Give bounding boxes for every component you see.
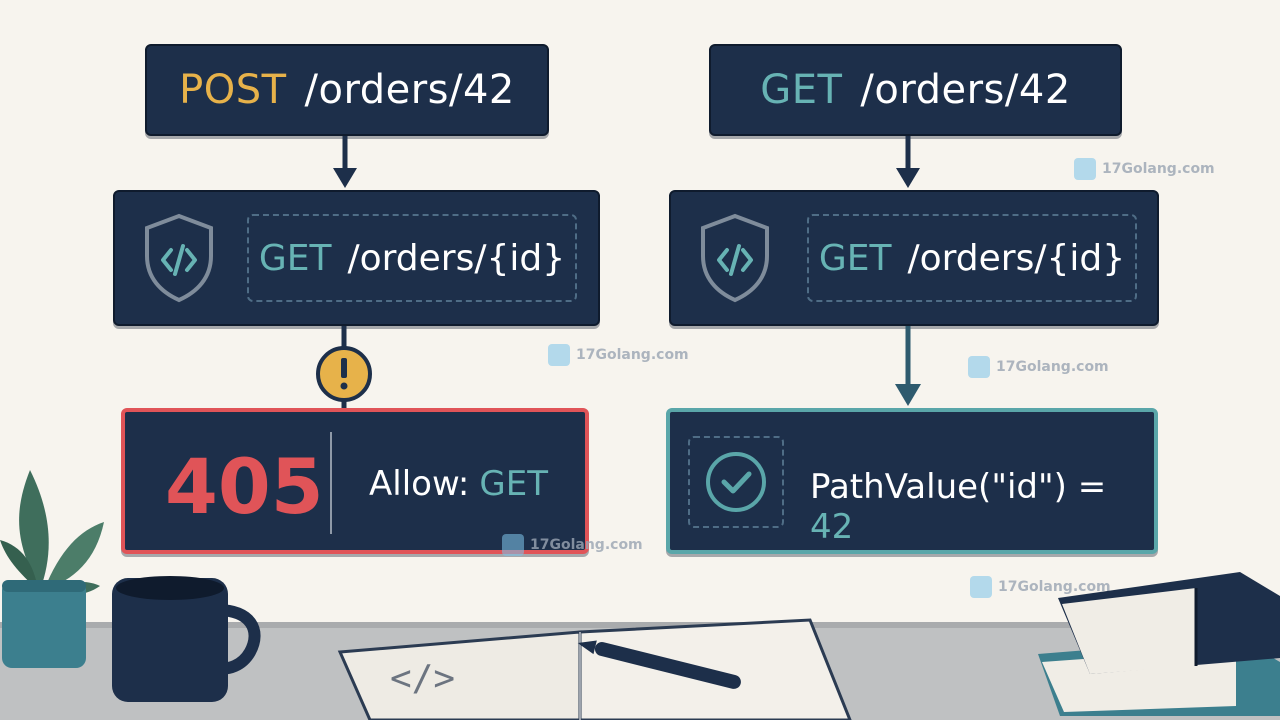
right-arrow-2 <box>895 326 921 406</box>
left-arrow-1 <box>333 136 357 188</box>
left-request-method: POST <box>179 67 287 113</box>
right-arrow-1 <box>896 136 920 188</box>
watermark: 17Golang.com <box>1074 158 1215 180</box>
left-route-method: GET <box>258 237 332 279</box>
watermark: 17Golang.com <box>968 356 1109 378</box>
right-result-box: PathValue("id") = 42 <box>666 408 1158 554</box>
code-shield-icon <box>701 213 769 303</box>
left-route-box: GET /orders/{id} <box>113 190 600 326</box>
right-route-method: GET <box>818 237 892 279</box>
notebook-code-text: </> <box>390 658 455 699</box>
left-route-pattern: GET /orders/{id} <box>247 214 577 302</box>
open-notebook: </> <box>337 618 852 720</box>
allow-header-name: Allow: <box>369 464 470 504</box>
code-shield-icon <box>145 213 213 303</box>
check-circle-icon <box>706 452 766 512</box>
right-route-box: GET /orders/{id} <box>669 190 1159 326</box>
path-value-call: PathValue("id") = <box>810 467 1107 507</box>
pen <box>577 640 741 689</box>
allow-header: Allow:GET <box>369 464 548 504</box>
left-request-path: /orders/42 <box>304 67 515 113</box>
result-divider <box>330 432 332 534</box>
path-value-expression: PathValue("id") = 42 <box>810 467 1154 547</box>
check-frame <box>688 436 784 528</box>
plant-illustration <box>0 470 104 668</box>
left-route-path: /orders/{id} <box>347 237 566 279</box>
coffee-mug <box>112 576 261 702</box>
left-result-box: 405 Allow:GET <box>121 408 589 554</box>
status-code: 405 <box>165 442 324 531</box>
allow-header-value: GET <box>479 464 548 504</box>
right-request-path: /orders/42 <box>860 67 1071 113</box>
book-stack <box>1038 572 1280 716</box>
right-route-path: /orders/{id} <box>907 237 1126 279</box>
watermark: 17Golang.com <box>502 534 643 556</box>
left-request-box: POST /orders/42 <box>145 44 549 136</box>
watermark: 17Golang.com <box>548 344 689 366</box>
right-route-pattern: GET /orders/{id} <box>807 214 1137 302</box>
right-request-box: GET /orders/42 <box>709 44 1122 136</box>
right-request-method: GET <box>760 67 843 113</box>
warning-icon <box>316 346 372 402</box>
watermark: 17Golang.com <box>970 576 1111 598</box>
left-warning-connector <box>316 326 372 410</box>
path-value-result: 42 <box>810 507 854 547</box>
desk-edge <box>0 622 1280 628</box>
